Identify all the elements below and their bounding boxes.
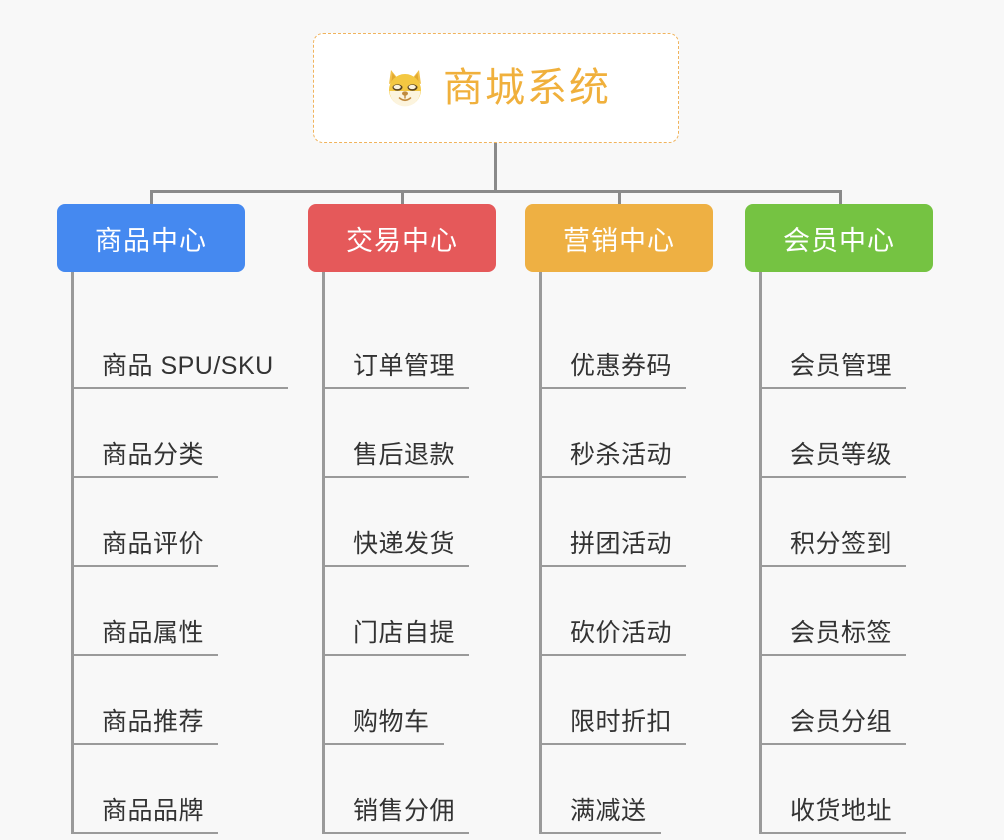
leaf-list-trade-center: 订单管理 售后退款 快递发货 门店自提 购物车 销售分佣 <box>322 272 496 834</box>
list-item[interactable]: 商品 SPU/SKU <box>74 300 288 389</box>
list-item[interactable]: 商品属性 <box>74 567 245 656</box>
leaf-label: 积分签到 <box>790 529 893 558</box>
leaf-label: 收货地址 <box>790 796 893 825</box>
leaf-list-member-center: 会员管理 会员等级 积分签到 会员标签 会员分组 收货地址 <box>759 272 933 834</box>
leaf-label: 售后退款 <box>353 440 456 469</box>
leaf-label: 会员标签 <box>790 618 893 647</box>
leaf-label: 砍价活动 <box>570 618 673 647</box>
leaf-label: 拼团活动 <box>570 529 673 558</box>
list-item[interactable]: 快递发货 <box>325 478 496 567</box>
leaf-label: 商品分类 <box>102 440 205 469</box>
leaf-label: 满减送 <box>570 796 647 825</box>
list-item[interactable]: 商品品牌 <box>74 745 245 834</box>
leaf-label: 限时折扣 <box>570 707 673 736</box>
connector-horizontal-bus <box>150 190 842 193</box>
list-item[interactable]: 订单管理 <box>325 300 496 389</box>
leaf-label: 购物车 <box>353 707 430 736</box>
list-item[interactable]: 会员分组 <box>762 656 933 745</box>
category-label: 营销中心 <box>563 225 675 256</box>
list-item[interactable]: 商品分类 <box>74 389 245 478</box>
leaf-label: 快递发货 <box>353 529 456 558</box>
list-item[interactable]: 销售分佣 <box>325 745 496 834</box>
category-header-member-center[interactable]: 会员中心 <box>745 204 933 272</box>
leaf-label: 会员等级 <box>790 440 893 469</box>
list-item[interactable]: 拼团活动 <box>542 478 713 567</box>
leaf-label: 商品品牌 <box>102 796 205 825</box>
leaf-list-product-center: 商品 SPU/SKU 商品分类 商品评价 商品属性 商品推荐 商品品牌 <box>71 272 288 834</box>
list-item[interactable]: 会员等级 <box>762 389 933 478</box>
list-item[interactable]: 收货地址 <box>762 745 933 834</box>
root-node[interactable]: 商城系统 <box>313 33 679 143</box>
leaf-label: 门店自提 <box>353 618 456 647</box>
category-header-marketing-center[interactable]: 营销中心 <box>525 204 713 272</box>
leaf-label: 会员管理 <box>790 351 893 380</box>
list-item[interactable]: 砍价活动 <box>542 567 713 656</box>
category-header-trade-center[interactable]: 交易中心 <box>308 204 496 272</box>
connector-drop-4 <box>839 190 842 208</box>
list-item[interactable]: 满减送 <box>542 745 713 834</box>
list-item[interactable]: 商品推荐 <box>74 656 245 745</box>
leaf-label: 订单管理 <box>353 351 456 380</box>
branch-marketing-center: 营销中心 优惠券码 秒杀活动 拼团活动 砍价活动 限时折扣 满减送 <box>525 204 713 834</box>
leaf-label: 会员分组 <box>790 707 893 736</box>
list-item[interactable]: 会员标签 <box>762 567 933 656</box>
root-title: 商城系统 <box>443 66 611 110</box>
connector-drop-1 <box>150 190 153 208</box>
connector-root-stem <box>494 143 497 193</box>
list-item[interactable]: 商品评价 <box>74 478 245 567</box>
list-item[interactable]: 会员管理 <box>762 300 933 389</box>
dog-face-icon <box>381 64 429 112</box>
list-item[interactable]: 限时折扣 <box>542 656 713 745</box>
list-item[interactable]: 秒杀活动 <box>542 389 713 478</box>
category-label: 商品中心 <box>95 225 207 256</box>
category-label: 交易中心 <box>346 225 458 256</box>
leaf-label: 商品 SPU/SKU <box>102 351 274 380</box>
connector-drop-2 <box>401 190 404 208</box>
leaf-list-marketing-center: 优惠券码 秒杀活动 拼团活动 砍价活动 限时折扣 满减送 <box>539 272 713 834</box>
branch-member-center: 会员中心 会员管理 会员等级 积分签到 会员标签 会员分组 收货地址 <box>745 204 933 834</box>
branch-product-center: 商品中心 商品 SPU/SKU 商品分类 商品评价 商品属性 商品推荐 商品品牌 <box>57 204 288 834</box>
branch-trade-center: 交易中心 订单管理 售后退款 快递发货 门店自提 购物车 销售分佣 <box>308 204 496 834</box>
list-item[interactable]: 积分签到 <box>762 478 933 567</box>
category-label: 会员中心 <box>783 225 895 256</box>
list-item[interactable]: 购物车 <box>325 656 496 745</box>
leaf-label: 商品推荐 <box>102 707 205 736</box>
leaf-label: 优惠券码 <box>570 351 673 380</box>
list-item[interactable]: 门店自提 <box>325 567 496 656</box>
category-header-product-center[interactable]: 商品中心 <box>57 204 245 272</box>
leaf-label: 商品属性 <box>102 618 205 647</box>
leaf-label: 商品评价 <box>102 529 205 558</box>
connector-drop-3 <box>618 190 621 208</box>
list-item[interactable]: 优惠券码 <box>542 300 713 389</box>
list-item[interactable]: 售后退款 <box>325 389 496 478</box>
leaf-label: 秒杀活动 <box>570 440 673 469</box>
leaf-label: 销售分佣 <box>353 796 456 825</box>
